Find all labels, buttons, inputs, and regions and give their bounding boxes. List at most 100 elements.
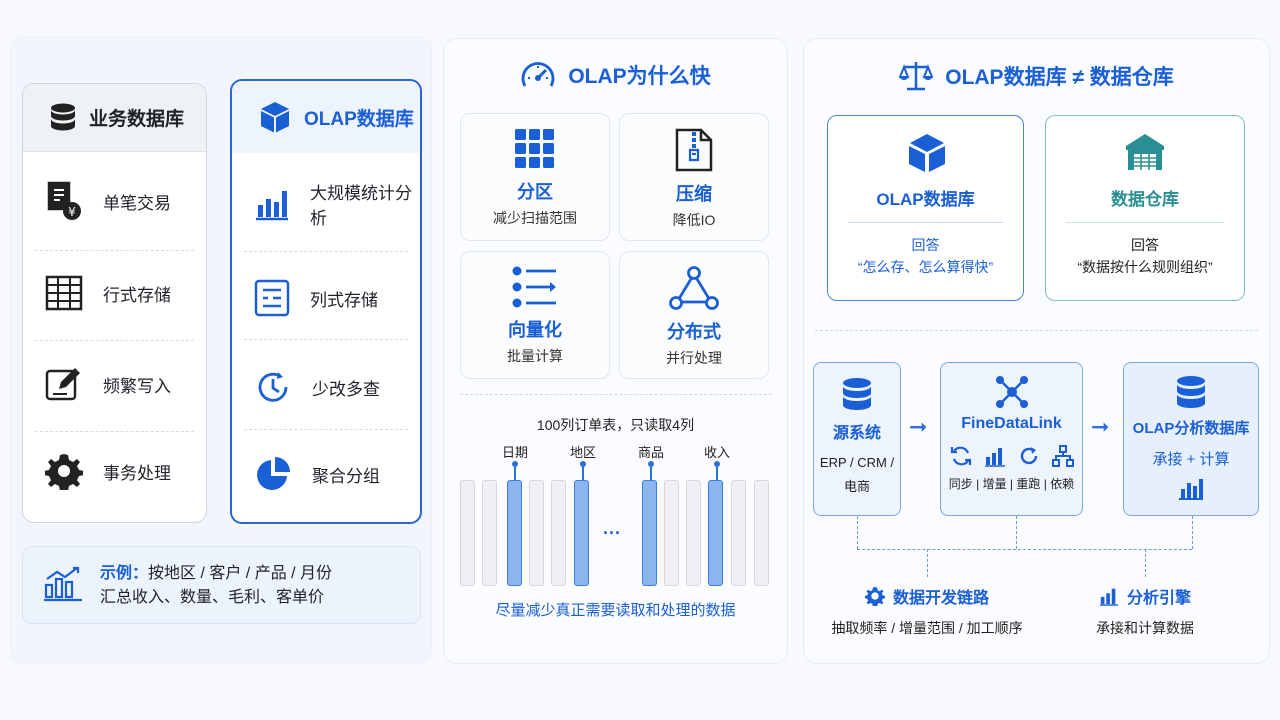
gear-icon [864,586,885,606]
source-line2: 电商 [843,479,870,494]
olap-db-card: OLAP数据库 大规模统计分析 列式存储 少改多查 聚合分组 [230,79,422,524]
right-title: OLAP数据库 ≠ 数据仓库 [945,66,1174,89]
rerun-icon [1018,445,1040,467]
analytics-icon [43,565,83,603]
divider [35,431,194,432]
database-icon [1175,375,1207,411]
source-line1: ERP / CRM / [819,455,895,470]
connector-line [857,549,1192,550]
source-title: 源系统 [832,425,881,442]
bar-chart-icon [1178,477,1204,501]
divider [815,330,1258,331]
compare-answer: 回答 [1131,237,1159,253]
example-line1: 按地区 / 客户 / 产品 / 月份 [148,565,333,582]
olap-db-title: OLAP数据库 [304,108,414,130]
compare-quote: “数据按什么规则组织” [1077,259,1213,275]
speedometer-icon [520,58,556,92]
table-caption: 100列订单表，只读取4列 [536,417,695,433]
analysis-engine-label: 分析引擎 承接和计算数据 [1080,584,1210,638]
sync-icon [950,445,972,467]
tile-distributed: 分布式 并行处理 [619,251,769,379]
analysis-engine-desc: 承接和计算数据 [1096,620,1194,636]
column-bar [551,480,566,586]
finedatalink-box: FineDataLink 同步 | 增量 | 重跑 | 依赖 [940,362,1083,516]
finedatalink-actions-icons [950,445,1074,467]
business-db-card: 业务数据库 ¥ 单笔交易 行式存储 频繁写入 事务处理 [22,83,207,523]
tile-vectorization: 向量化 批量计算 [460,251,610,379]
column-bar [754,480,769,586]
example-line2: 汇总收入、数量、毛利、客单价 [100,589,325,606]
bar-chart-icon [1099,586,1119,606]
divider [1066,222,1224,223]
olap-compare-card: OLAP数据库 回答 “怎么存、怎么算得快” [827,115,1024,301]
gear-icon [45,452,83,490]
warehouse-icon [1124,132,1166,172]
compare-quote: “怎么存、怎么算得快” [857,259,994,275]
column-bar [460,480,475,586]
list-item-label: 事务处理 [103,463,171,483]
column-tag: 地区 [569,445,597,460]
connector-line [1145,549,1146,577]
network-hub-icon [995,375,1029,409]
list-item: ¥ 单笔交易 [23,156,206,246]
database-icon [841,377,873,413]
olap-db-header: OLAP数据库 [232,81,420,153]
divider [244,429,408,430]
list-item-label: 少改多查 [312,379,380,399]
column-tag: 日期 [501,445,529,460]
divider [848,222,1003,223]
edit-pen-icon [45,365,83,403]
example-box: 示例：按地区 / 客户 / 产品 / 月份 汇总收入、数量、毛利、客单价 [22,546,421,624]
tile-title: 压缩 [676,184,712,204]
finedatalink-actions: 同步 | 增量 | 重跑 | 依赖 [948,477,1075,491]
cube-icon [907,132,947,174]
action-increment: 增量 [982,477,1007,491]
list-item-label: 列式存储 [310,290,378,310]
dependency-icon [1051,445,1074,467]
dev-chain-desc: 抽取频率 / 增量范围 / 加工顺序 [831,620,1023,636]
divider [244,339,408,340]
middle-title: OLAP为什么快 [568,65,711,88]
tile-compression: 压缩 降低IO [619,113,769,241]
source-system-box: 源系统 ERP / CRM / 电商 [813,362,901,516]
list-item-label: 频繁写入 [103,376,171,396]
list-item: 少改多查 [232,342,420,432]
column-list-icon [254,279,290,317]
column-tag: 商品 [637,445,665,460]
distributed-nodes-icon [669,266,719,310]
divider [35,250,194,251]
list-item: 频繁写入 [23,339,206,429]
flow-arrow: ➞ [909,414,928,439]
divider [460,394,772,395]
invoice-yen-icon: ¥ [45,181,83,221]
column-pin [714,461,720,480]
column-tag: 收入 [703,445,731,460]
list-item-label: 单笔交易 [103,193,171,213]
selected-column-bar [574,480,589,586]
compare-title: OLAP数据库 [876,190,975,209]
action-rerun: 重跑 [1016,477,1041,491]
connector-line [857,516,858,549]
list-item-label: 行式存储 [103,285,171,305]
olap-analysis-title: OLAP分析数据库 [1132,420,1250,437]
list-item-label: 聚合分组 [312,466,380,486]
vector-list-icon [512,266,558,308]
zip-file-icon [674,128,714,172]
column-bar [482,480,497,586]
tile-partition: 分区 减少扫描范围 [460,113,610,241]
business-db-header: 业务数据库 [23,84,206,152]
column-bar [529,480,544,586]
selected-column-bar [708,480,723,586]
tile-title: 分布式 [667,322,721,342]
flow-arrow: ➞ [1091,414,1110,439]
dev-chain-title: 数据开发链路 [892,590,989,607]
selected-column-bar [642,480,657,586]
column-bar [686,480,701,586]
bar-chart-icon [984,445,1006,467]
tile-title: 分区 [517,182,553,202]
tile-title: 向量化 [508,320,562,340]
cube-icon [258,100,292,134]
column-ellipsis: ... [603,518,622,538]
column-pin [648,461,654,480]
olap-analysis-subtitle: 承接 + 计算 [1152,451,1230,468]
